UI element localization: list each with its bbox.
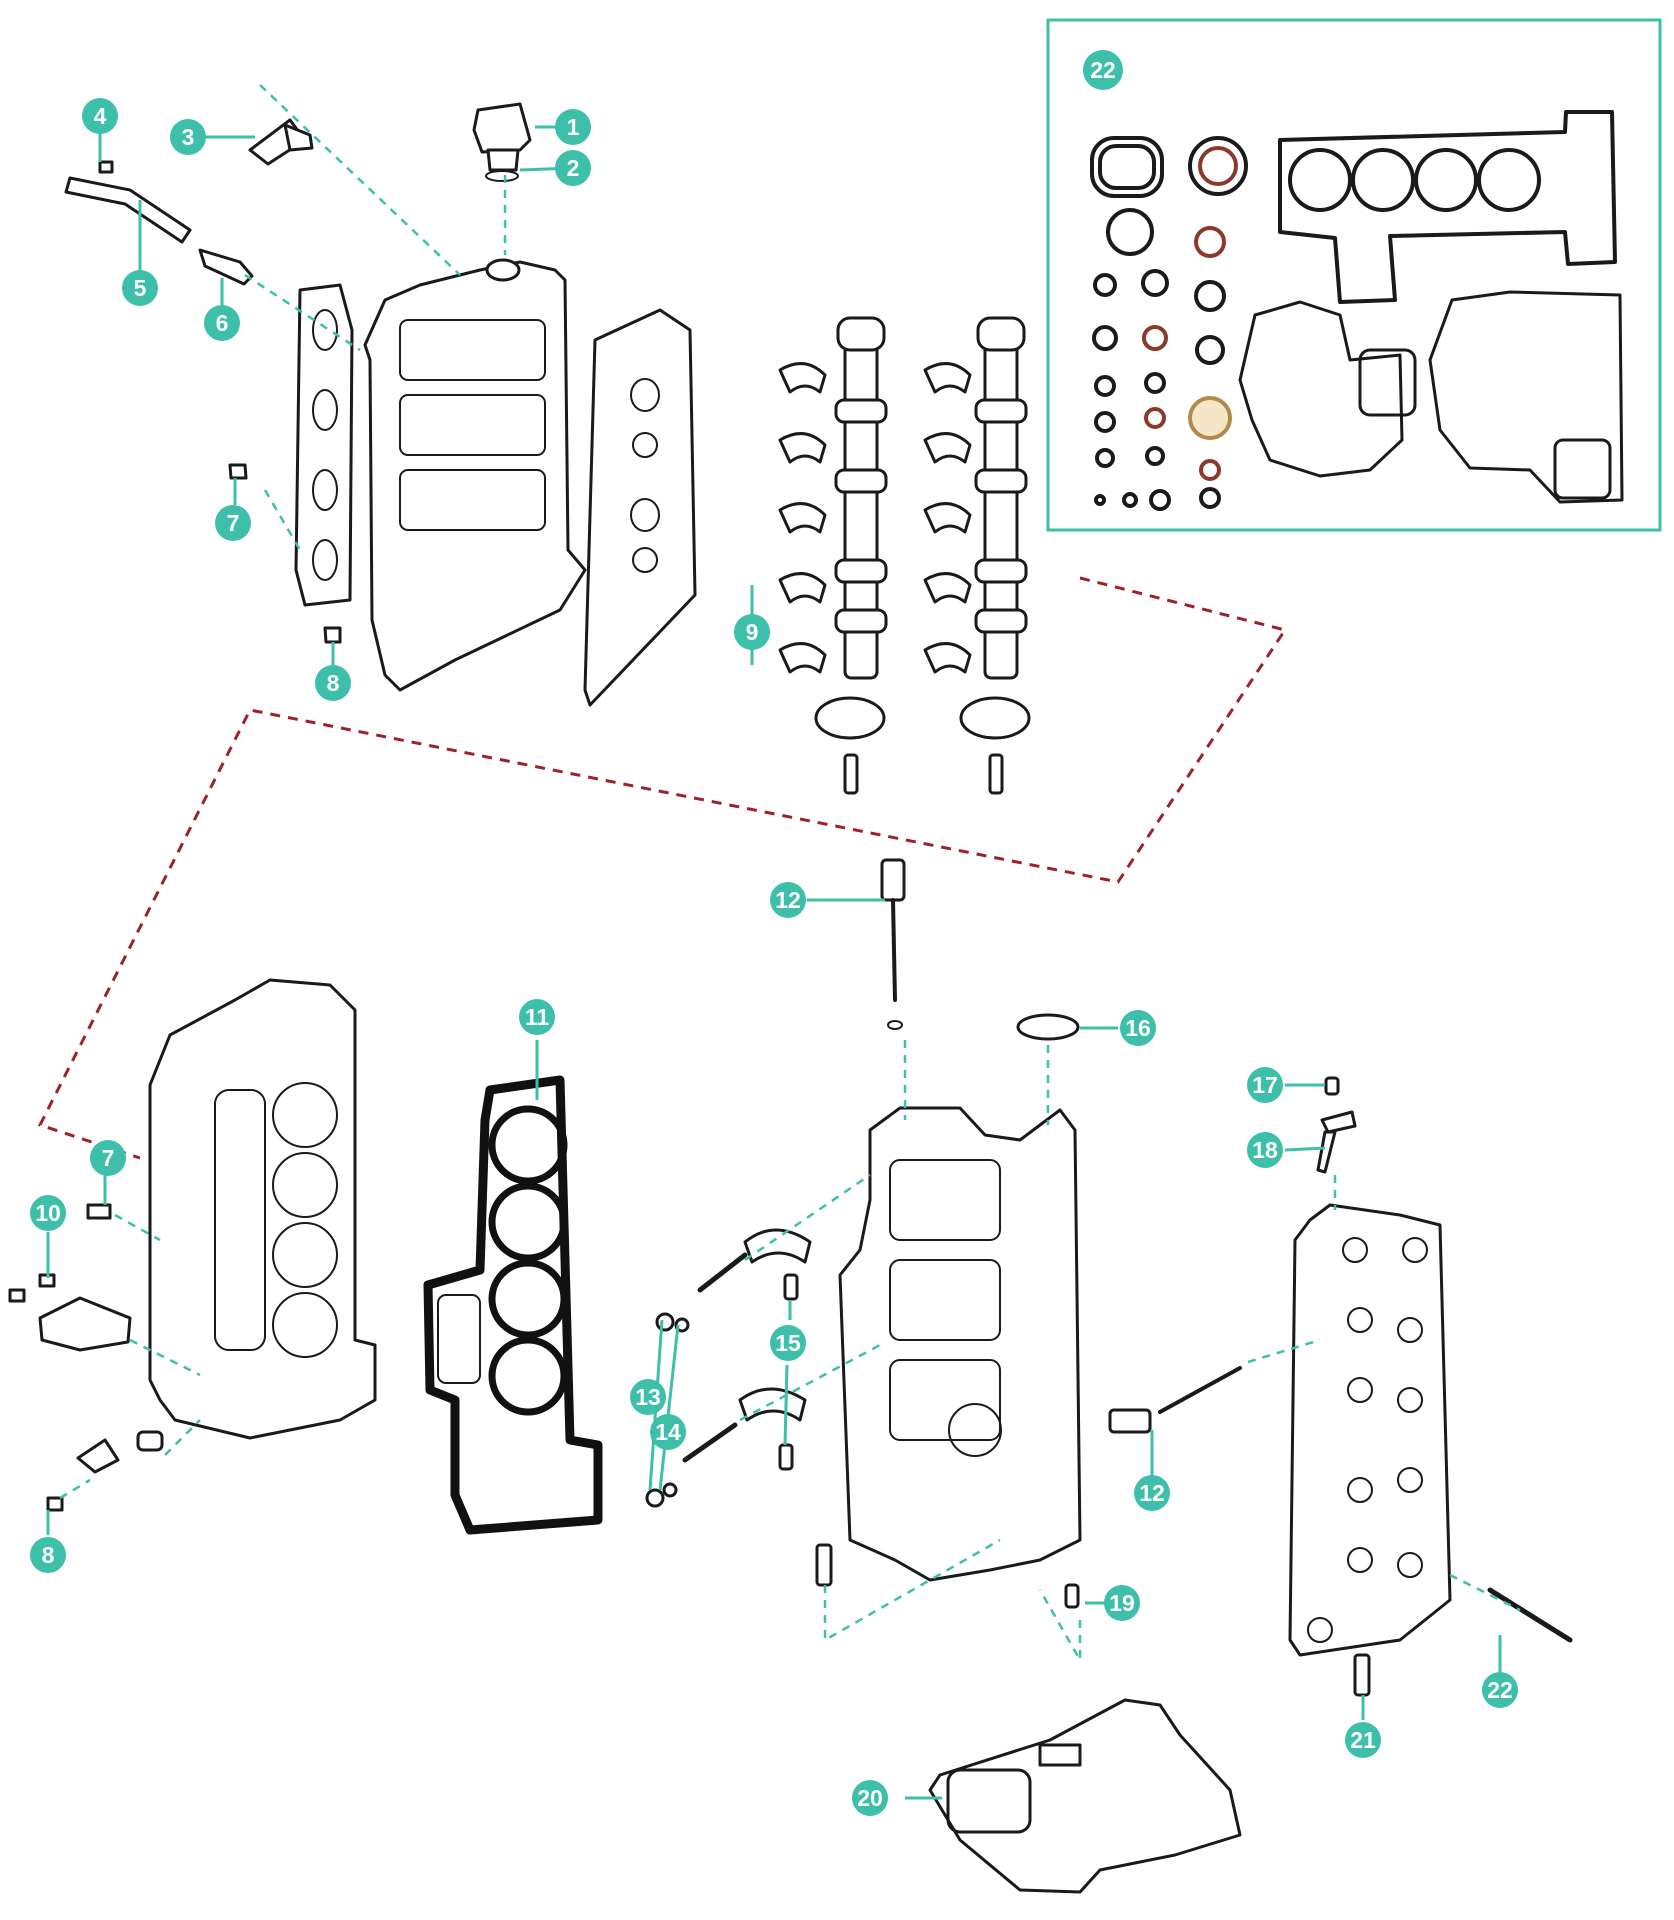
callout-4-label: 4 <box>94 103 107 129</box>
callout-1: 1 <box>555 109 591 145</box>
callout-1-label: 1 <box>567 114 580 140</box>
callout-11: 11 <box>519 999 555 1035</box>
callout-6: 6 <box>204 305 240 341</box>
callout-22-bolt: 22 <box>1482 1672 1518 1708</box>
callout-12-lower-label: 12 <box>1139 1480 1165 1506</box>
callout-7-lower-label: 7 <box>102 1145 115 1171</box>
callout-14: 14 <box>650 1414 686 1450</box>
callout-15: 15 <box>770 1325 806 1361</box>
head-gasket <box>423 1075 603 1535</box>
gasket-kit-panel <box>1046 18 1662 532</box>
head-cover-assembly <box>64 102 697 707</box>
callout-10-label: 10 <box>35 1200 61 1226</box>
callout-9: 9 <box>734 614 770 650</box>
callout-22-bolt-label: 22 <box>1487 1677 1513 1703</box>
callout-22-kit-label: 22 <box>1090 57 1116 83</box>
camshaft-assembly <box>778 316 1031 795</box>
lower-cover-gasket <box>928 1698 1242 1894</box>
callout-20-label: 20 <box>857 1785 883 1811</box>
callout-18: 18 <box>1247 1132 1283 1168</box>
callout-5: 5 <box>122 270 158 306</box>
callout-5-label: 5 <box>134 275 147 301</box>
callout-12-upper: 12 <box>770 882 806 918</box>
callout-21-label: 21 <box>1350 1727 1376 1753</box>
callout-13-label: 13 <box>635 1384 661 1410</box>
callout-7-lower: 7 <box>90 1140 126 1176</box>
callout-11-label: 11 <box>525 1004 550 1030</box>
callout-12-lower: 12 <box>1134 1475 1170 1511</box>
callout-22-kit: 22 <box>1083 50 1123 90</box>
callout-8-lower-label: 8 <box>42 1542 55 1568</box>
callout-19-label: 19 <box>1109 1590 1135 1616</box>
callout-2-label: 2 <box>567 155 580 181</box>
callout-20: 20 <box>852 1780 888 1816</box>
callout-15-label: 15 <box>775 1330 801 1356</box>
callout-14-label: 14 <box>655 1419 681 1445</box>
callout-3-label: 3 <box>182 124 195 150</box>
callout-6-label: 6 <box>216 310 229 336</box>
cylinder-head <box>8 978 377 1512</box>
callout-16-label: 16 <box>1125 1015 1151 1041</box>
callout-8-lower: 8 <box>30 1537 66 1573</box>
callout-12-upper-label: 12 <box>775 887 801 913</box>
guide-lines <box>59 84 1521 1665</box>
callout-7-upper-label: 7 <box>227 510 240 536</box>
callout-8-upper-label: 8 <box>327 670 340 696</box>
callout-13: 13 <box>630 1379 666 1415</box>
callout-9-label: 9 <box>746 619 759 645</box>
callout-2: 2 <box>555 150 591 186</box>
cylinder-block <box>645 858 1082 1609</box>
callout-17: 17 <box>1247 1067 1283 1103</box>
callout-21: 21 <box>1345 1722 1381 1758</box>
callout-18-label: 18 <box>1252 1137 1278 1163</box>
callout-4: 4 <box>82 98 118 134</box>
callout-7-upper: 7 <box>215 505 251 541</box>
callout-19: 19 <box>1104 1585 1140 1621</box>
assembly-link-line <box>37 576 1288 1160</box>
callout-3: 3 <box>170 119 206 155</box>
callout-8-upper: 8 <box>315 665 351 701</box>
callout-17-label: 17 <box>1252 1072 1278 1098</box>
exhaust-cover <box>1108 1076 1573 1697</box>
callout-16: 16 <box>1120 1010 1156 1046</box>
callout-leaders <box>46 125 1502 1800</box>
callout-10: 10 <box>30 1195 66 1231</box>
